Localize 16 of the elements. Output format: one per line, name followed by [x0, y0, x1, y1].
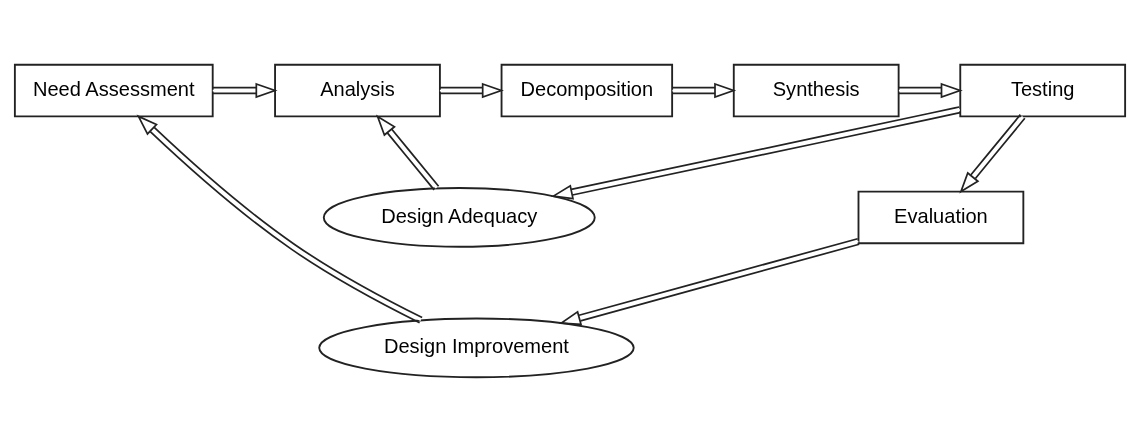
node-ellipse: Design Improvement [318, 317, 635, 378]
node-box: Synthesis [732, 63, 900, 117]
arrow [671, 82, 737, 98]
arrow [550, 105, 962, 200]
arrow [211, 82, 278, 98]
arrow [959, 113, 1026, 194]
arrow [375, 113, 440, 191]
arrow [898, 82, 963, 98]
node-box: Evaluation [857, 190, 1025, 244]
arrow [136, 114, 423, 324]
node-box: Need Assessment [13, 63, 214, 117]
arrow [558, 237, 861, 325]
arrow [439, 82, 504, 98]
node-box: Testing [959, 63, 1127, 117]
node-box: Decomposition [500, 63, 674, 117]
node-box: Analysis [274, 63, 441, 117]
